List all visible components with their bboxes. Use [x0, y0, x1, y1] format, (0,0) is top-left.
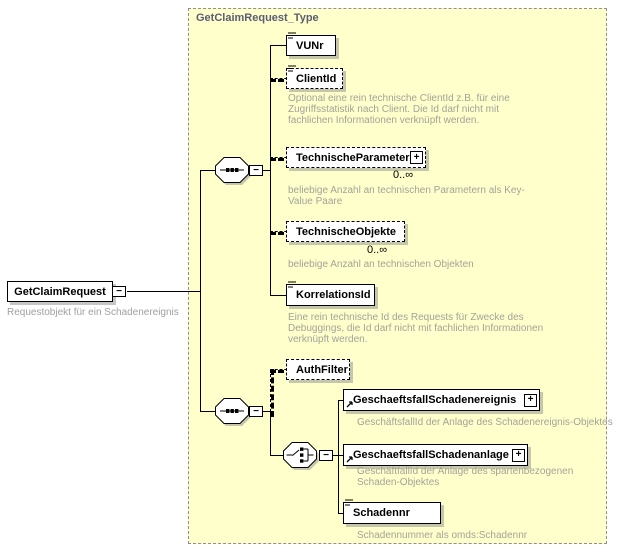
element-korrelationsid[interactable]: KorrelationsId	[286, 281, 375, 306]
element-label: ClientId	[296, 72, 337, 85]
element-technischeobjekte[interactable]: TechnischeObjekte	[286, 221, 405, 242]
text-content-icon	[288, 65, 297, 73]
element-authfilter[interactable]: AuthFilter	[286, 359, 350, 380]
annotation: Optional eine rein technische ClientId z…	[288, 93, 510, 126]
text-content-icon	[345, 499, 354, 507]
element-technischeparameter[interactable]: TechnischeParameter +	[286, 147, 426, 168]
expand-toggle[interactable]: +	[524, 393, 537, 407]
annotation: GeschäftfallId der Anlage des spartenbez…	[357, 466, 574, 488]
element-label: Schadennr	[353, 507, 410, 519]
connector-line	[270, 45, 286, 46]
sequence-icon[interactable]	[215, 398, 254, 429]
complex-type-title: GetClaimRequest_Type	[196, 12, 319, 24]
element-clientid[interactable]: ClientId	[286, 65, 343, 89]
root-collapse-toggle[interactable]: −	[112, 286, 126, 297]
element-schadennr[interactable]: Schadennr	[343, 499, 441, 524]
sequence-collapse-toggle[interactable]: −	[249, 165, 263, 176]
element-ref-icon	[346, 455, 354, 463]
choice-icon[interactable]	[283, 442, 322, 473]
connector-line	[200, 170, 215, 171]
element-label: TechnischeParameter	[296, 151, 410, 164]
connector-line	[127, 291, 201, 292]
annotation: beliebige Anzahl an technischen Paramete…	[288, 185, 525, 207]
expand-toggle[interactable]: +	[512, 448, 525, 462]
sequence-icon[interactable]	[215, 157, 254, 188]
annotation: beliebige Anzahl an technischen Objekten	[288, 259, 474, 270]
element-label: KorrelationsId	[296, 289, 371, 301]
choice-collapse-toggle[interactable]: −	[319, 450, 333, 461]
annotation: Schadennummer als omds:Schadennr	[357, 530, 528, 541]
connector-line	[338, 455, 343, 456]
text-content-icon	[288, 32, 297, 40]
annotation: Requestobjekt für ein Schadenereignis	[7, 307, 179, 318]
element-getclaimrequest[interactable]: GetClaimRequest	[7, 281, 113, 302]
element-ref-icon	[346, 400, 354, 408]
element-geschaeftsfallschadenereignis[interactable]: GeschaeftsfallSchadenereignis +	[343, 389, 540, 411]
connector-line-optional	[270, 369, 274, 417]
element-label: AuthFilter	[296, 363, 348, 376]
connector-line	[262, 411, 270, 412]
element-label: GeschaeftsfallSchadenanlage	[353, 449, 509, 461]
element-label: GetClaimRequest	[14, 285, 106, 298]
connector-line	[270, 411, 271, 455]
text-content-icon	[288, 281, 297, 289]
expand-toggle[interactable]: +	[410, 151, 423, 164]
connector-line	[338, 400, 343, 401]
connector-line	[338, 400, 339, 514]
element-label: VUNr	[296, 39, 324, 52]
annotation: Eine rein technische Id des Requests für…	[288, 312, 544, 345]
element-label: TechnischeObjekte	[296, 225, 397, 238]
connector-line	[200, 411, 215, 412]
connector-line	[270, 455, 283, 456]
occurrence-label: 0..∞	[367, 244, 388, 256]
connector-line	[262, 170, 270, 171]
connector-line	[338, 513, 343, 514]
sequence-collapse-toggle[interactable]: −	[249, 406, 263, 417]
element-geschaeftsfallschadenanlage[interactable]: GeschaeftsfallSchadenanlage +	[343, 444, 528, 466]
annotation: GeschäftsfallId der Anlage des Schadener…	[357, 417, 613, 428]
connector-line	[332, 455, 338, 456]
element-vunr[interactable]: VUNr	[286, 32, 336, 56]
occurrence-label: 0..∞	[393, 169, 414, 181]
connector-line	[270, 295, 286, 296]
connector-line	[270, 45, 271, 296]
element-label: GeschaeftsfallSchadenereignis	[353, 394, 517, 406]
connector-line	[200, 170, 201, 411]
